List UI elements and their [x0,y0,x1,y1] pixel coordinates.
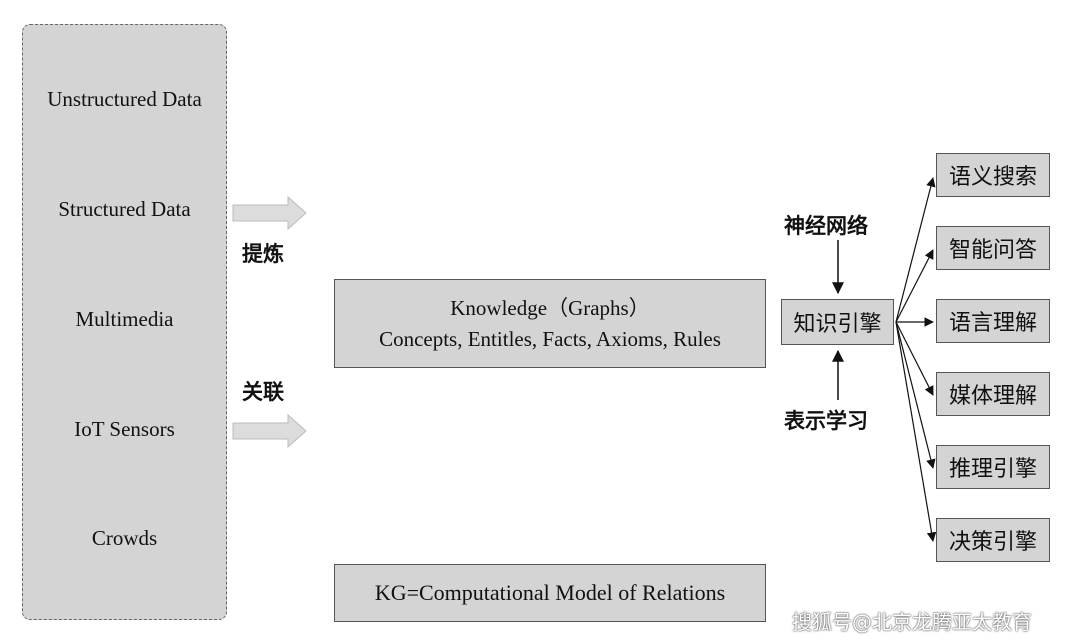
engine-to-qa-arrow [895,249,934,323]
source-iot-sensors: IoT Sensors [74,417,175,441]
app-reasoning-engine-label: 推理引擎 [948,457,1037,482]
source-structured-data: Structured Data [58,197,191,221]
kg-model-text: KG=Computational Model of Relations [374,580,726,605]
app-intelligent-qa-label: 智能问答 [948,238,1037,263]
knowledge-engine-box: 知识引擎 [781,299,894,345]
app-reasoning-engine: 推理引擎 [936,445,1050,489]
associate-label: 关联 [242,380,284,404]
associate-arrow [232,413,307,449]
knowledge-graphs-contents: Concepts, Entitles, Facts, Axioms, Rules [379,326,721,351]
engine-to-reasoning-engine-arrow [895,321,936,469]
extract-label: 提炼 [242,242,284,266]
representation-learning-label: 表示学习 [784,409,868,433]
source-crowds: Crowds [91,526,158,550]
app-media-understanding-label: 媒体理解 [948,384,1037,409]
app-semantic-search: 语义搜索 [936,153,1050,197]
source-unstructured-data: Unstructured Data [47,87,202,111]
watermark-text: 搜狐号@北京龙腾亚太教育 [792,610,1032,634]
engine-to-semantic-search-arrow [895,177,936,323]
knowledge-graphs-title: Knowledge（Graphs） [450,295,650,320]
engine-to-media-understanding-arrow [895,321,934,396]
app-semantic-search-label: 语义搜索 [948,165,1037,190]
app-language-understanding-label: 语言理解 [948,311,1037,336]
neural-network-label: 神经网络 [784,214,868,238]
app-media-understanding: 媒体理解 [936,372,1050,416]
kg-model-box: KG=Computational Model of Relations [334,564,766,622]
knowledge-engine-label: 知识引擎 [793,312,882,337]
source-multimedia: Multimedia [75,307,174,331]
engine-to-decision-engine-arrow [895,321,937,542]
knowledge-graphs-box: Knowledge（Graphs） Concepts, Entitles, Fa… [334,279,766,368]
app-intelligent-qa: 智能问答 [936,226,1050,270]
app-decision-engine-label: 决策引擎 [948,530,1037,555]
extract-arrow [232,195,307,231]
app-language-understanding: 语言理解 [936,299,1050,343]
data-sources-panel: Unstructured Data Structured Data Multim… [22,24,227,620]
app-decision-engine: 决策引擎 [936,518,1050,562]
